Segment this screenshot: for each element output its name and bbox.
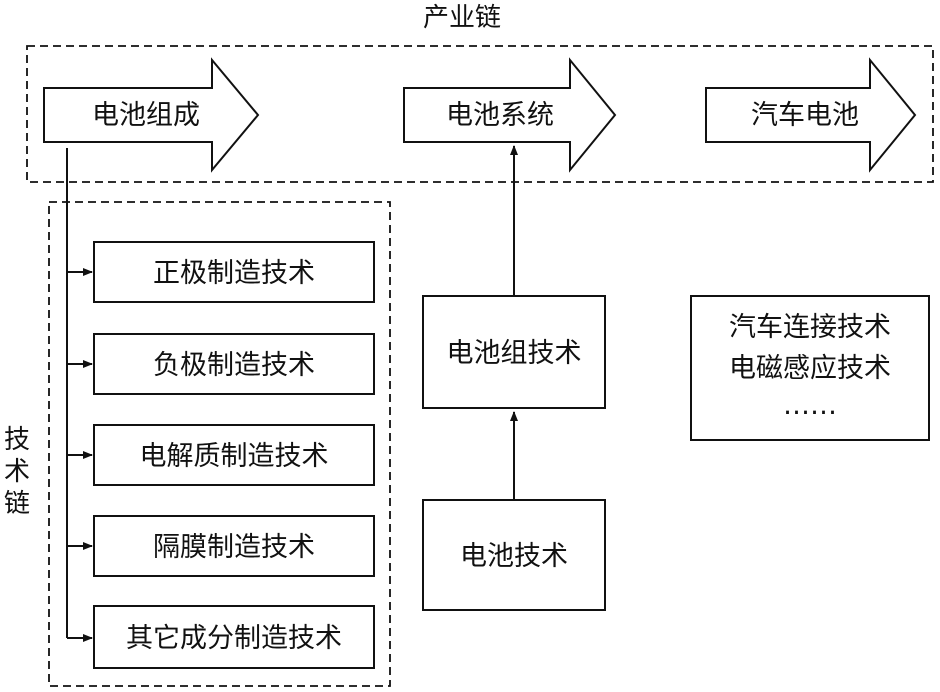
battery-pack-tech-label: 电池组技术 — [447, 338, 582, 369]
stage-arrow-vehicle-battery: 汽车电池 — [705, 57, 917, 173]
tech-item-box-other-components — [93, 605, 375, 669]
other-tech-node: 汽车连接技术 电磁感应技术 …… — [690, 295, 930, 441]
battery-tech-box — [422, 499, 606, 611]
stage-arrow-battery-composition: 电池组成 — [43, 57, 260, 173]
tech-item-box-cathode — [93, 241, 375, 303]
stage-arrow-battery-system: 电池系统 — [403, 57, 617, 173]
stage-label-battery-composition: 电池组成 — [92, 100, 200, 131]
tech-item-other-components: 其它成分制造技术 — [67, 605, 375, 669]
tech-item-cathode: 正极制造技术 — [67, 241, 375, 303]
tech-item-label-anode: 负极制造技术 — [153, 350, 315, 381]
battery-tech-node: 电池技术 — [422, 499, 606, 611]
battery-pack-tech-box — [422, 295, 606, 409]
tech-item-label-other-components: 其它成分制造技术 — [126, 623, 342, 654]
battery-tech-label: 电池技术 — [460, 541, 568, 572]
tech-item-box-anode — [93, 333, 375, 395]
tech-item-label-cathode: 正极制造技术 — [153, 258, 315, 289]
tech-item-label-electrolyte: 电解质制造技术 — [140, 441, 329, 472]
tech-chain-title-char-1: 技 — [4, 425, 30, 455]
tech-item-box-electrolyte — [93, 424, 375, 486]
tech-item-label-separator: 隔膜制造技术 — [153, 532, 315, 563]
tech-item-electrolyte: 电解质制造技术 — [67, 424, 375, 486]
stage-label-battery-system: 电池系统 — [446, 100, 554, 131]
other-tech-line-induction: 电磁感应技术 — [729, 353, 891, 384]
tech-chain-title-char-2: 术 — [4, 457, 30, 487]
tech-item-anode: 负极制造技术 — [67, 333, 375, 395]
tech-chain-title-char-3: 链 — [4, 489, 30, 519]
industry-chain-title: 产业链 — [423, 3, 501, 33]
tech-item-separator: 隔膜制造技术 — [67, 515, 375, 577]
industry-chain-frame — [26, 45, 934, 183]
other-tech-box — [690, 295, 930, 441]
other-tech-line-ellipsis: …… — [783, 390, 837, 421]
tech-chain-frame — [48, 201, 391, 687]
battery-pack-tech-node: 电池组技术 — [422, 295, 606, 409]
other-tech-line-vehicle-connection: 汽车连接技术 — [729, 312, 891, 343]
tech-item-box-separator — [93, 515, 375, 577]
stage-label-vehicle-battery: 汽车电池 — [751, 100, 859, 131]
